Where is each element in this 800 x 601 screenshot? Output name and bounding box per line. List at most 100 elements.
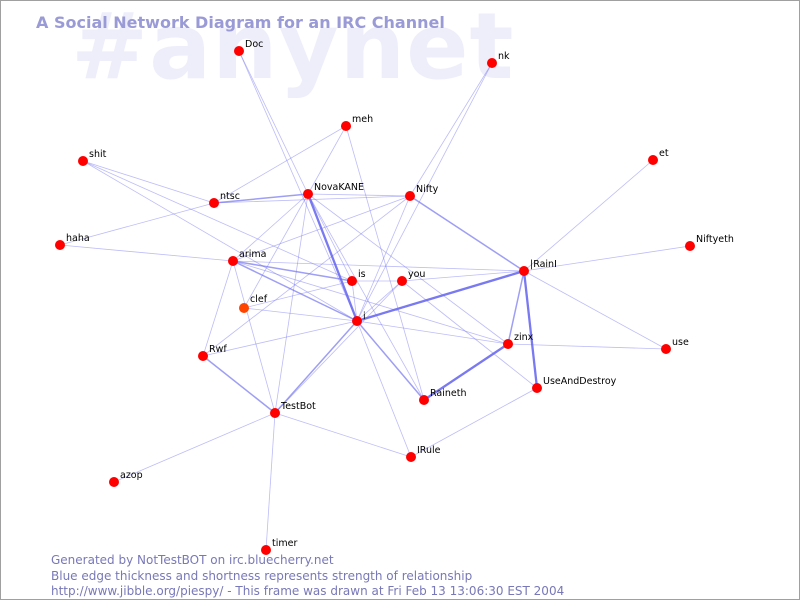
edge-zinx-use	[507, 343, 667, 350]
node-nk: nk	[487, 51, 510, 68]
edge-TestBot-azop	[113, 412, 276, 483]
node-NovaKANE: NovaKANE	[303, 182, 364, 199]
diagram-title: A Social Network Diagram for an IRC Chan…	[36, 13, 445, 32]
node-label: Raineth	[430, 388, 466, 399]
node-label: NovaKANE	[314, 182, 364, 193]
edge-arima-TestBot	[232, 260, 276, 414]
edge-meh-NovaKANE	[307, 125, 347, 195]
node-is: is	[347, 269, 366, 286]
node-dot	[661, 344, 671, 354]
edge-Nifty-i	[356, 195, 411, 322]
node-label: meh	[352, 114, 373, 125]
node-label: azop	[120, 470, 143, 481]
edge-zinx-Raineth	[423, 343, 509, 401]
node-azop: azop	[109, 470, 143, 487]
edge-you-UseAndDestroy	[401, 280, 538, 389]
edge-arima-zinx	[232, 260, 509, 345]
node-et: et	[648, 148, 669, 165]
edge-NovaKANE-Raineth	[307, 193, 425, 401]
edge-arima-is	[232, 260, 353, 282]
edge-et-RainI	[523, 159, 654, 272]
footer-legend: Blue edge thickness and shortness repres…	[51, 568, 473, 583]
node-dot	[406, 452, 416, 462]
node-dot	[303, 189, 313, 199]
node-dot	[352, 316, 362, 326]
edge-haha-ntsc	[59, 202, 215, 246]
edge-i-IRule	[356, 320, 412, 458]
edge-meh-Raineth	[345, 125, 425, 401]
node-shit: shit	[78, 149, 107, 166]
node-IRule: IRule	[406, 445, 441, 462]
node-dot	[270, 408, 280, 418]
edge-nk-Nifty	[409, 62, 493, 197]
edge-TestBot-IRule	[274, 412, 412, 458]
edge-ntsc-Nifty	[213, 195, 411, 204]
edge-Nifty-RainI	[409, 195, 525, 272]
node-label: is	[358, 269, 366, 280]
node-dot	[55, 240, 65, 250]
node-dot	[109, 477, 119, 487]
edge-i-Raineth	[356, 320, 425, 401]
node-dot	[519, 266, 529, 276]
node-dot	[228, 256, 238, 266]
edge-Nifty-arima	[232, 195, 411, 262]
edge-i-Rwf	[202, 320, 358, 357]
node-zinx: zinx	[503, 332, 534, 349]
edge-Nifty-Rwf	[202, 195, 411, 357]
edge-NovaKANE-i	[306, 193, 359, 322]
node-dot	[648, 155, 658, 165]
edge-RainI-zinx	[507, 270, 525, 345]
node-dot	[419, 395, 429, 405]
node-label: arima	[239, 249, 266, 260]
node-label: Rwf	[209, 344, 227, 355]
edge-shit-is	[82, 160, 353, 282]
node-label: haha	[66, 233, 90, 244]
node-timer: timer	[261, 538, 297, 555]
node-label: i	[363, 311, 366, 322]
edge-TestBot-timer	[265, 412, 276, 551]
node-dot	[234, 46, 244, 56]
edge-layer	[59, 50, 691, 551]
node-UseAndDestroy: UseAndDestroy	[532, 376, 617, 393]
footer: Generated by NotTestBOT on irc.bluecherr…	[51, 553, 564, 600]
node-TestBot: TestBot	[270, 401, 316, 418]
edge-is-clef	[243, 280, 353, 309]
node-Niftyeth: Niftyeth	[685, 234, 734, 251]
node-label: TestBot	[280, 401, 316, 412]
node-label: timer	[272, 538, 297, 549]
edge-i-TestBot	[274, 320, 358, 414]
edge-NovaKANE-zinx	[307, 193, 509, 345]
edge-Doc-i	[238, 50, 358, 322]
node-label: UseAndDestroy	[543, 376, 617, 387]
node-label: you	[408, 269, 425, 280]
edge-NovaKANE-Nifty	[307, 193, 411, 197]
edge-RainI-UseAndDestroy	[522, 270, 539, 389]
footer-url-timestamp: http://www.jibble.org/piespy/ - This fra…	[51, 584, 565, 598]
node-label: |RainI	[530, 259, 557, 270]
node-label: nk	[498, 51, 510, 62]
node-dot	[503, 339, 513, 349]
node-label: ntsc	[220, 191, 240, 202]
edge-clef-i	[243, 307, 358, 322]
edge-nk-i	[356, 62, 493, 322]
edge-meh-ntsc	[213, 125, 347, 204]
node-dot	[532, 383, 542, 393]
node-label: Nifty	[416, 184, 439, 195]
node-dot	[78, 156, 88, 166]
node-dot	[397, 276, 407, 286]
node-haha: haha	[55, 233, 90, 250]
edge-NovaKANE-TestBot	[274, 193, 309, 414]
node-dot	[209, 198, 219, 208]
channel-watermark: #anynet	[71, 0, 515, 100]
node-Raineth: Raineth	[419, 388, 466, 405]
node-dot	[487, 58, 497, 68]
node-label: et	[659, 148, 669, 159]
node-dot	[347, 276, 357, 286]
node-you: you	[397, 269, 425, 286]
node-clef: clef	[239, 294, 268, 313]
edge-haha-arima	[59, 244, 234, 262]
node-label: Doc	[245, 39, 263, 50]
edge-NovaKANE-clef	[243, 193, 309, 309]
